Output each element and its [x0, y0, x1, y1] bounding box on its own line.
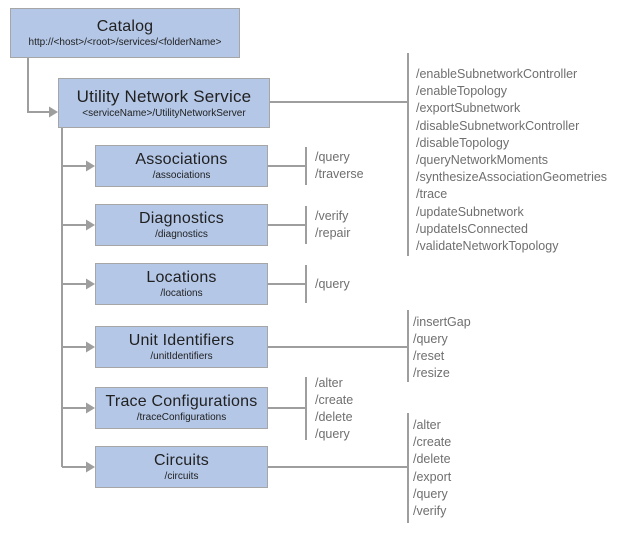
operation-item: /reset: [413, 349, 445, 363]
operation-item: /verify: [413, 504, 447, 519]
operation-item: /traverse: [315, 167, 364, 182]
operation-item: /synthesizeAssociationGeometries: [416, 170, 608, 185]
connector-trace-configurations-operations: [268, 377, 307, 440]
operation-item: /verify: [315, 209, 349, 223]
operation-item: /query: [315, 150, 350, 164]
node-circuits-path: /circuits: [164, 470, 199, 482]
connector-associations-operations: [268, 147, 307, 185]
operations-list-utility-network-service: /enableSubnetworkController /enableTopol…: [416, 66, 607, 255]
node-catalog-url: http://<host>/<root>/services/<folderNam…: [28, 36, 222, 48]
operations-list-associations: /query /traverse: [315, 149, 364, 183]
node-diagnostics-path: /diagnostics: [155, 228, 208, 240]
operation-item: /trace: [416, 187, 448, 202]
operation-item: /query: [315, 427, 350, 441]
operation-item: /disableTopology: [416, 135, 510, 150]
node-locations: Locations /locations: [95, 263, 268, 305]
node-unit-identifiers-path: /unitIdentifiers: [150, 350, 213, 362]
operation-item: /disableSubnetworkController: [416, 118, 580, 133]
node-utility-network-service-title: Utility Network Service: [76, 86, 252, 106]
node-associations: Associations /associations: [95, 145, 268, 187]
node-catalog: Catalog http://<host>/<root>/services/<f…: [10, 8, 240, 58]
connector-diagnostics-operations: [268, 206, 307, 244]
node-trace-configurations-title: Trace Configurations: [105, 392, 258, 410]
node-utility-network-service-path: <serviceName>/UtilityNetworkServer: [82, 107, 246, 119]
operations-list-locations: /query: [315, 276, 350, 293]
operations-list-unit-identifiers: /insertGap /query /reset /resize: [413, 314, 471, 382]
connector-uns-trunk: [61, 128, 95, 473]
operation-item: /query: [315, 277, 350, 291]
operation-item: /insertGap: [413, 315, 471, 329]
node-catalog-title: Catalog: [96, 17, 154, 35]
operation-item: /enableTopology: [416, 84, 508, 99]
operation-item: /validateNetworkTopology: [416, 239, 559, 254]
operation-item: /exportSubnetwork: [416, 101, 521, 116]
operation-item: /query: [413, 486, 448, 501]
node-unit-identifiers: Unit Identifiers /unitIdentifiers: [95, 326, 268, 368]
operation-item: /export: [413, 469, 452, 484]
operation-item: /queryNetworkMoments: [416, 153, 548, 168]
node-associations-path: /associations: [152, 169, 211, 181]
operations-list-trace-configurations: /alter /create /delete /query: [315, 375, 353, 443]
operations-list-circuits: /alter /create /delete /export /query /v…: [413, 417, 451, 520]
operation-item: /delete: [413, 452, 451, 467]
node-unit-identifiers-title: Unit Identifiers: [128, 331, 235, 349]
operation-item: /create: [413, 435, 452, 450]
operation-item: /repair: [315, 226, 351, 241]
connector-catalog-to-uns: [27, 58, 58, 118]
operation-item: /enableSubnetworkController: [416, 67, 578, 81]
node-circuits: Circuits /circuits: [95, 446, 268, 488]
connector-uns-operations: [270, 53, 409, 256]
node-associations-title: Associations: [135, 150, 228, 168]
connector-circuits-operations: [268, 413, 409, 523]
node-locations-title: Locations: [146, 268, 217, 286]
operation-item: /create: [315, 393, 354, 407]
node-circuits-title: Circuits: [154, 451, 209, 469]
operation-item: /updateIsConnected: [416, 221, 528, 236]
operations-list-diagnostics: /verify /repair: [315, 208, 350, 242]
node-trace-configurations: Trace Configurations /traceConfiguration…: [95, 387, 268, 429]
operation-item: /delete: [315, 410, 353, 424]
operation-item: /query: [413, 332, 448, 346]
node-diagnostics-title: Diagnostics: [139, 209, 224, 227]
operation-item: /alter: [413, 418, 441, 432]
node-utility-network-service: Utility Network Service <serviceName>/Ut…: [58, 78, 270, 128]
connector-unit-identifiers-operations: [268, 310, 409, 382]
node-trace-configurations-path: /traceConfigurations: [136, 411, 227, 423]
operation-item: /resize: [413, 366, 450, 380]
operation-item: /alter: [315, 376, 343, 390]
node-locations-path: /locations: [160, 287, 203, 299]
connector-locations-operations: [268, 265, 307, 303]
node-diagnostics: Diagnostics /diagnostics: [95, 204, 268, 246]
operation-item: /updateSubnetwork: [416, 204, 524, 219]
